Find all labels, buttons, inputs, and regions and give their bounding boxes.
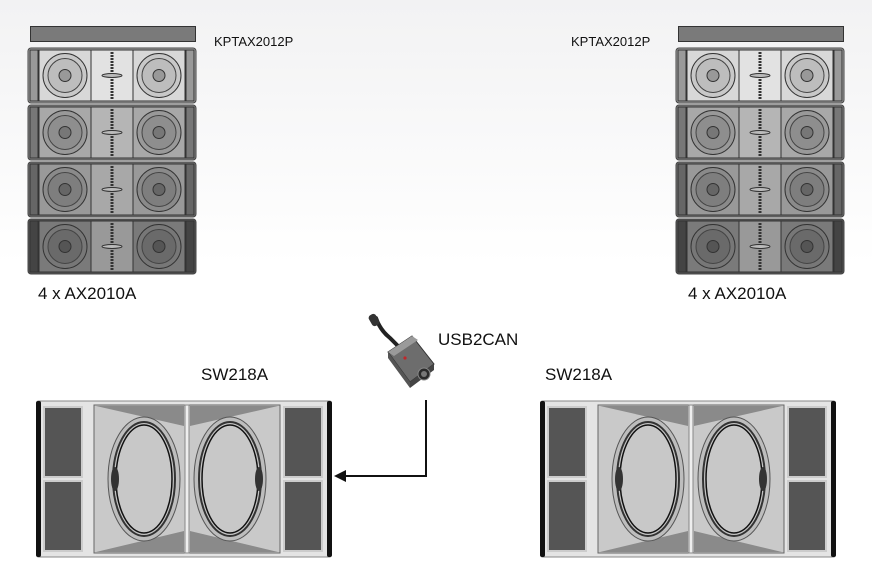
- sub-port: [283, 480, 323, 552]
- line-array-cabinet: [675, 47, 845, 104]
- left-frame-label: KPTAX2012P: [214, 34, 294, 49]
- sub-port: [787, 406, 827, 478]
- sub-edge: [540, 401, 545, 557]
- arrowhead-icon: [334, 470, 346, 482]
- sub-edge: [327, 401, 332, 557]
- sub-port: [547, 480, 587, 552]
- right-sub-cabinet: [540, 400, 836, 558]
- right-rigging-frame: [678, 26, 844, 42]
- sub-port: [283, 406, 323, 478]
- usb2can-device-icon: [368, 313, 435, 388]
- right-frame-label: KPTAX2012P: [571, 34, 651, 49]
- right-sub-label: SW218A: [545, 365, 613, 384]
- usb2can-label: USB2CAN: [438, 330, 519, 349]
- line-array-cabinet: [675, 104, 845, 161]
- left-sub-label: SW218A: [201, 365, 269, 384]
- sub-port: [787, 480, 827, 552]
- line-array-cabinet: [27, 161, 197, 218]
- sub-port: [43, 406, 83, 478]
- right-array-count-label: 4 x AX2010A: [688, 284, 787, 303]
- left-rigging-frame: [30, 26, 196, 42]
- left-sub-cabinet: [36, 400, 332, 558]
- can-connection-line: [334, 400, 427, 482]
- sub-port: [547, 406, 587, 478]
- line-array-cabinet: [27, 218, 197, 275]
- right-array-stack: [675, 47, 845, 275]
- sub-port: [43, 480, 83, 552]
- line-array-cabinet: [27, 104, 197, 161]
- line-array-cabinet: [27, 47, 197, 104]
- line-array-cabinet: [675, 218, 845, 275]
- line-array-cabinet: [675, 161, 845, 218]
- sub-edge: [36, 401, 41, 557]
- sub-edge: [831, 401, 836, 557]
- left-array-count-label: 4 x AX2010A: [38, 284, 137, 303]
- left-array-stack: [27, 47, 197, 275]
